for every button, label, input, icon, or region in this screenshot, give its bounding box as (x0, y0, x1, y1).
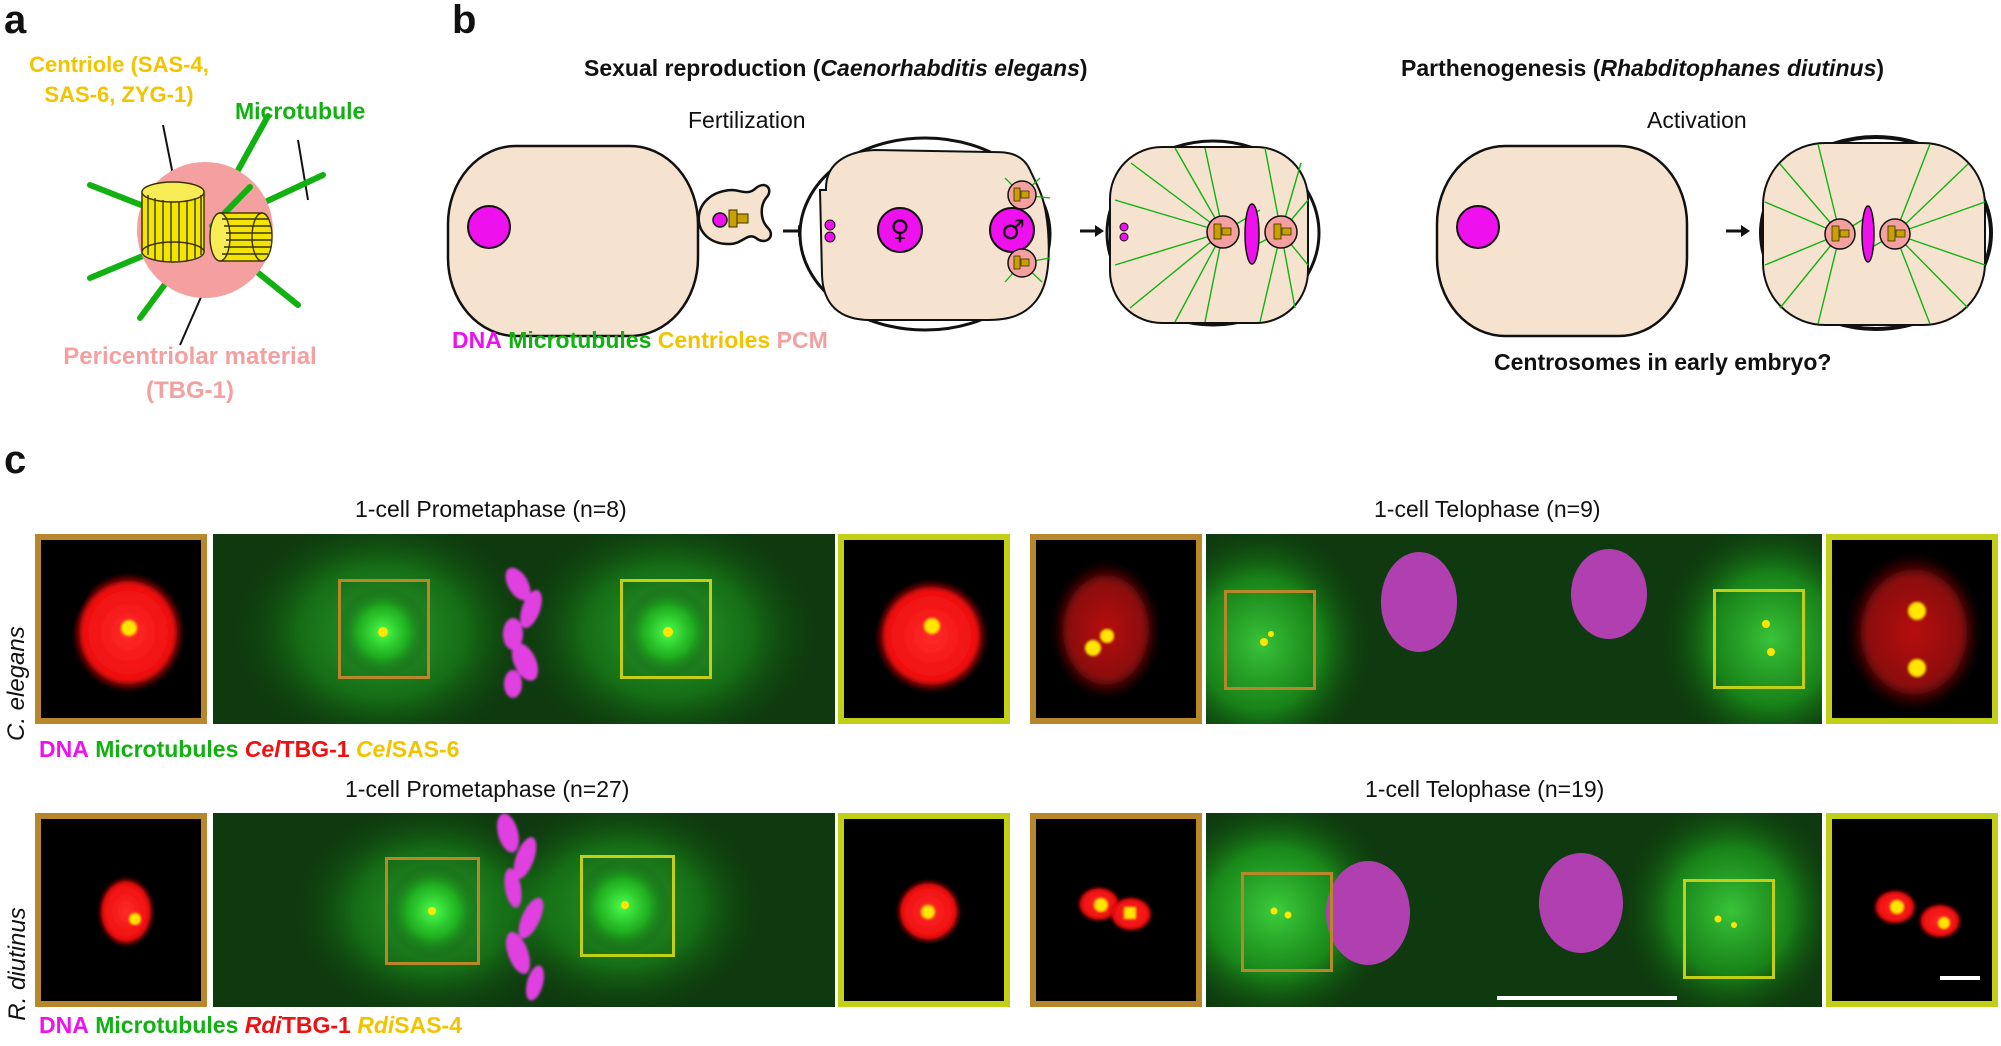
mitotic-embryo-celegans (1105, 139, 1321, 327)
row1-legend-microtubules: Microtubules (95, 736, 239, 762)
row2-telophase-image (1206, 813, 1822, 1007)
row1-species-label: C. elegans (3, 626, 30, 741)
pcm-label: Pericentriolar material (TBG-1) (40, 340, 340, 408)
male-pronucleus (989, 207, 1035, 253)
panel-a-letter: a (4, 0, 27, 42)
row2-prometaphase-right-box (580, 855, 675, 957)
sperm-dna (712, 212, 728, 228)
row2-prometaphase-left-inset (35, 813, 207, 1007)
centriole-label: Centriole (SAS-4, SAS-6, ZYG-1) (4, 50, 234, 110)
mitotic-embryo-rdiutinus (1759, 135, 1993, 331)
fertilization-label: Fertilization (688, 107, 806, 133)
sexual-title-prefix: Sexual reproduction ( (584, 55, 821, 81)
row2-telophase-left-inset (1030, 813, 1202, 1007)
centriole-label-line2: SAS-6, ZYG-1) (44, 82, 194, 107)
row2-prometaphase-image (213, 813, 835, 1007)
reproduction-schematic: ♀ ♂ (446, 135, 1993, 338)
row1-telophase-left-inset (1030, 534, 1202, 724)
pcm-label-line2: (TBG-1) (146, 377, 234, 404)
panel-c-letter: c (4, 438, 27, 482)
centriole-label-line1: Centriole (SAS-4, (29, 52, 209, 77)
microtubule-label: Microtubule (235, 98, 366, 124)
parth-title-species: Rhabditophanes diutinus (1600, 55, 1877, 81)
centrosome-diagram (87, 113, 326, 346)
row2-legend-tbg: TBG-1 (281, 1012, 351, 1038)
oocyte-cell (446, 144, 700, 338)
row2-legend-sas-prefix: Rdi (357, 1012, 395, 1038)
parth-oocyte-cell (1435, 144, 1689, 338)
row1-telophase-right-box (1713, 589, 1805, 689)
parth-title-prefix: Parthenogenesis ( (1401, 55, 1601, 81)
row2-telophase-right-inset (1826, 813, 1998, 1007)
row2-legend-tbg-prefix: Rdi (244, 1012, 282, 1038)
zygote-cell (798, 136, 1052, 332)
legend-dna: DNA (452, 327, 502, 353)
row1-telophase-label: 1-cell Telophase (n=9) (1374, 496, 1601, 522)
panel-b-legend: DNA Microtubules Centrioles PCM (452, 327, 828, 354)
row1-prometaphase-right-box (620, 579, 712, 679)
row2-legend-dna: DNA (39, 1012, 89, 1038)
legend-pcm: PCM (776, 327, 828, 353)
row2-telophase-right-box (1683, 879, 1775, 979)
row1-legend-sas-prefix: Cel (355, 736, 392, 762)
centriole-vertical (141, 181, 205, 263)
pcm-outer-leader-line (297, 139, 309, 201)
row1-legend-tbg: TBG-1 (280, 736, 350, 762)
row1-prometaphase-left-box (338, 579, 430, 679)
row1-telophase-image (1206, 534, 1822, 724)
oocyte-dna (467, 205, 511, 249)
row1-prometaphase-image (213, 534, 835, 724)
row2-legend: DNA Microtubules RdiTBG-1 RdiSAS-4 (39, 1012, 462, 1039)
activation-label: Activation (1647, 107, 1747, 133)
arrow-right-icon (1726, 225, 1750, 237)
row1-prometaphase-label: 1-cell Prometaphase (n=8) (355, 496, 627, 522)
row2-telophase-left-box (1241, 872, 1333, 972)
parth-title-suffix: ) (1876, 55, 1885, 81)
parthenogenesis-title: Parthenogenesis (Rhabditophanes diutinus… (1401, 55, 1884, 82)
row2-prometaphase-label: 1-cell Prometaphase (n=27) (345, 776, 630, 802)
row1-telophase-right-inset (1826, 534, 1998, 724)
row2-prometaphase-right-inset (838, 813, 1010, 1007)
centrosome-question: Centrosomes in early embryo? (1494, 349, 1832, 375)
inset-scale-bar (1940, 976, 1980, 980)
arrow-right-icon (1080, 225, 1104, 237)
row2-prometaphase-left-box (385, 857, 480, 965)
sperm-cell (697, 183, 773, 246)
image-scale-bar (1497, 996, 1677, 1000)
centriole-horizontal (209, 212, 273, 262)
row1-legend-sas: SAS-6 (391, 736, 460, 762)
row1-telophase-left-box (1224, 590, 1316, 690)
female-symbol-icon: ♀ (890, 215, 910, 246)
row1-legend-tbg-prefix: Cel (244, 736, 281, 762)
sexual-title-species: Caenorhabditis elegans (820, 55, 1080, 81)
legend-centrioles: Centrioles (657, 327, 771, 353)
row1-legend: DNA Microtubules CelTBG-1 CelSAS-6 (39, 736, 459, 763)
row1-prometaphase-right-inset (838, 534, 1010, 724)
parth-oocyte-dna (1456, 205, 1500, 249)
row1-legend-dna: DNA (39, 736, 89, 762)
row2-telophase-label: 1-cell Telophase (n=19) (1365, 776, 1605, 802)
row2-legend-sas: SAS-4 (394, 1012, 463, 1038)
sexual-title-suffix: ) (1079, 55, 1088, 81)
pcm-label-line1: Pericentriolar material (63, 343, 317, 370)
panel-b-letter: b (452, 0, 477, 42)
row2-species-label: R. diutinus (4, 907, 31, 1021)
legend-microtubules: Microtubules (508, 327, 652, 353)
male-symbol-icon: ♂ (1001, 215, 1025, 246)
row2-legend-microtubules: Microtubules (95, 1012, 239, 1038)
female-pronucleus (877, 207, 923, 253)
row1-prometaphase-left-inset (35, 534, 207, 724)
sexual-reproduction-title: Sexual reproduction (Caenorhabditis eleg… (584, 55, 1088, 82)
